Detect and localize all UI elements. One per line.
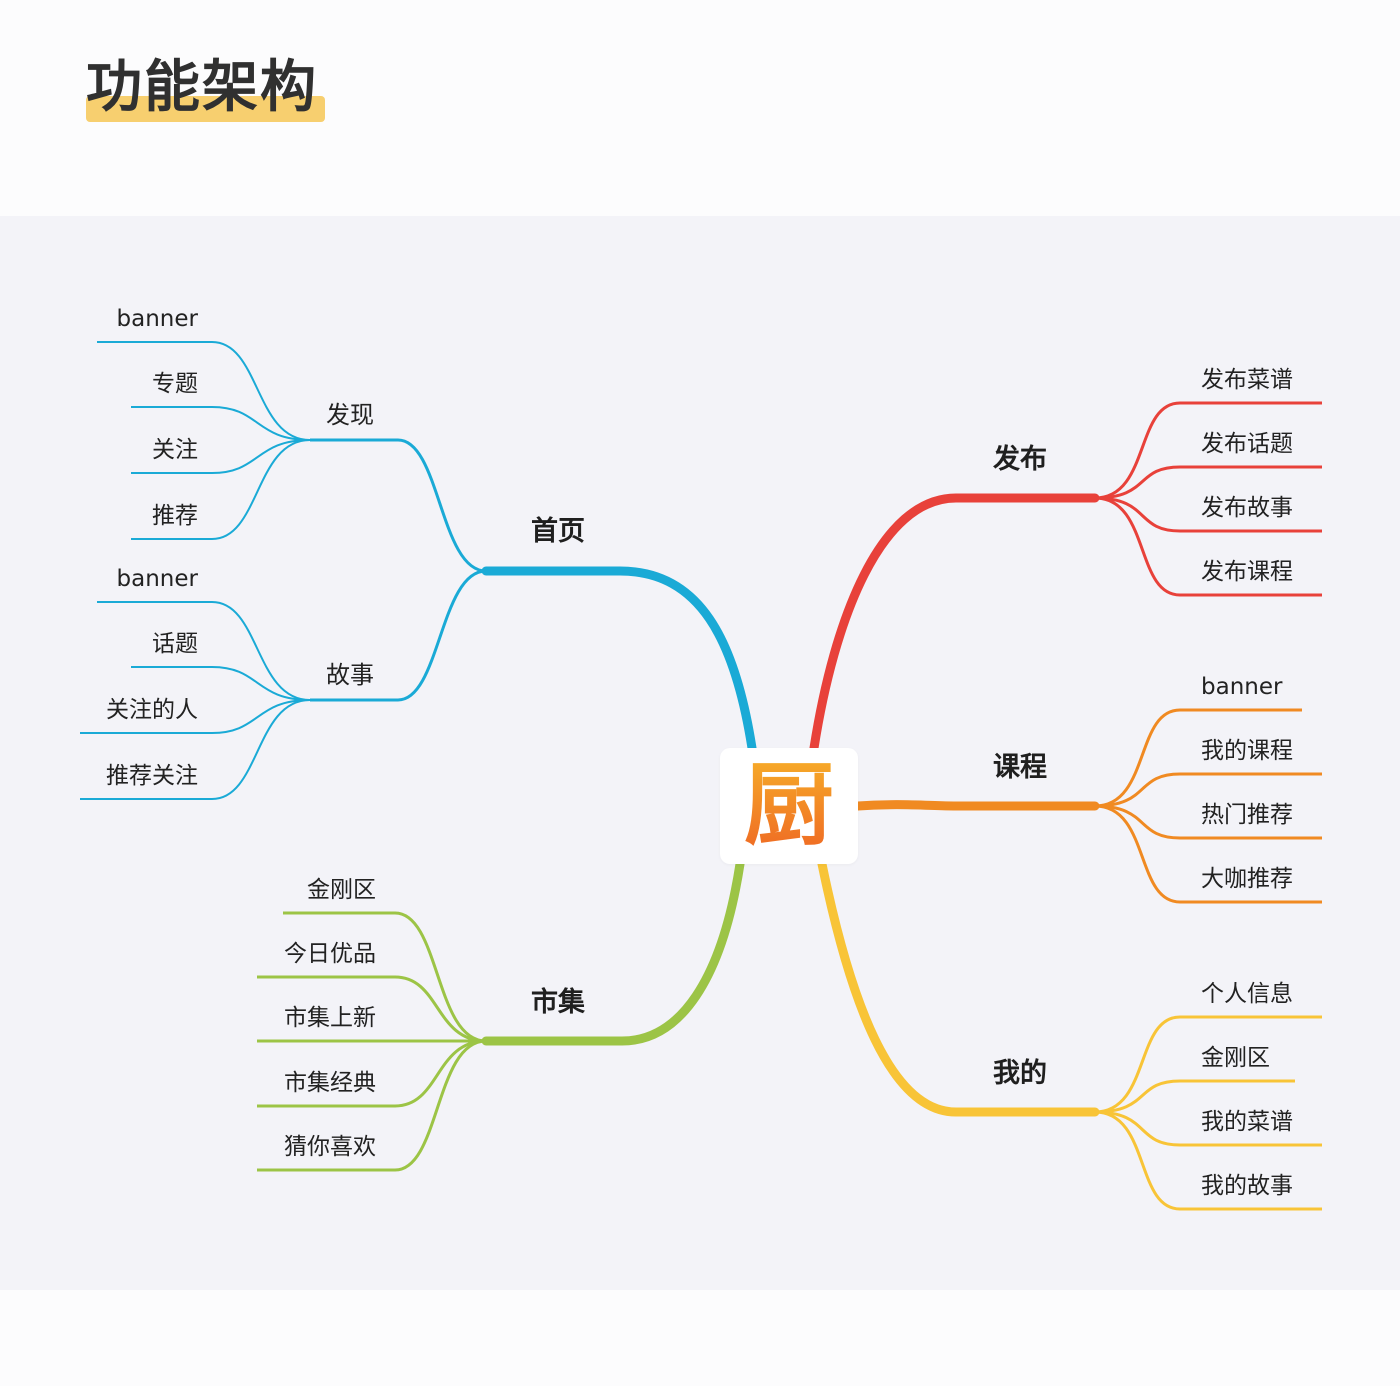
story-leaf-line-0 [97,601,311,701]
center-logo: 厨 [720,748,858,864]
story-leaf-line-2 [80,699,311,734]
publish-leaf-line-2 [1094,496,1322,533]
course-leaf-line-2 [1094,804,1322,840]
market-leaf-line-1 [257,975,487,1043]
mine-leaf-2: 我的菜谱 [1201,1109,1293,1135]
discover-leaf-1: 专题 [152,371,198,397]
trunk-mine [817,859,1100,1117]
story-leaf-line-3 [80,699,311,800]
home-branch-discover [310,438,487,573]
market-leaf-2: 市集上新 [284,1005,376,1031]
mine-leaf-0: 个人信息 [1201,981,1293,1007]
mine-leaf-line-2 [1094,1110,1322,1147]
market-leaf-1: 今日优品 [284,941,376,967]
market-leaf-line-0 [283,911,487,1043]
discover-leaf-0: banner [117,306,199,332]
course-leaf-line-3 [1094,804,1322,904]
course-leaf-3: 大咖推荐 [1201,866,1293,892]
mine-leaf-3: 我的故事 [1201,1173,1293,1199]
course-leaf-line-1 [1094,772,1322,808]
sub-story-label: 故事 [326,661,374,689]
branch-publish-label: 发布 [992,443,1047,475]
course-leaf-0: banner [1201,674,1283,700]
story-leaf-0: banner [117,566,199,592]
leaf-labels: banner专题关注推荐banner话题关注的人推荐关注金刚区今日优品市集上新市… [106,306,1293,1199]
discover-leaf-3: 推荐 [152,503,198,529]
market-leaf-0: 金刚区 [307,877,376,903]
discover-leaf-line-0 [97,341,311,441]
mindmap-canvas [0,216,1400,1290]
branch-market-label: 市集 [531,986,586,1018]
branch-course-label: 课程 [993,752,1047,783]
discover-leaf-line-1 [131,406,311,441]
footer [0,1290,1400,1386]
publish-leaf-0: 发布菜谱 [1201,367,1293,393]
market-leaf-line-3 [257,1039,487,1108]
home-branch-story [310,569,487,702]
market-leaf-3: 市集经典 [284,1070,376,1096]
story-leaf-1: 话题 [152,631,198,657]
sub-discover-label: 发现 [326,401,374,429]
publish-leaf-line-1 [1094,465,1322,500]
trunk-market [481,859,745,1046]
mine-leaf-line-1 [1094,1079,1295,1114]
trunk-home [481,566,757,753]
story-leaf-2: 关注的人 [106,697,198,723]
trunk-course [853,800,1100,811]
publish-leaf-2: 发布故事 [1201,495,1293,521]
story-leaf-3: 推荐关注 [106,763,198,789]
course-leaf-1: 我的课程 [1201,738,1293,764]
center-logo-char: 厨 [744,753,834,858]
page-title: 功能架构 [86,55,318,120]
trunk-publish [809,493,1100,753]
market-leaf-4: 猜你喜欢 [284,1134,376,1160]
course-leaf-2: 热门推荐 [1201,802,1293,828]
publish-leaf-line-0 [1094,401,1322,500]
discover-leaf-line-2 [131,439,311,474]
mine-leaf-1: 金刚区 [1201,1045,1270,1071]
branch-home-label: 首页 [531,515,585,547]
discover-leaf-2: 关注 [152,437,198,463]
branch-mine-label: 我的 [993,1057,1047,1089]
publish-leaf-line-3 [1094,496,1322,597]
story-leaf-line-1 [131,666,311,701]
mine-leaf-line-3 [1094,1110,1322,1211]
publish-leaf-1: 发布话题 [1201,431,1293,457]
discover-leaf-line-3 [131,439,311,540]
leaf-lines [80,341,1322,1211]
header: 功能架构 [0,0,1400,216]
title-highlight [86,96,325,122]
course-leaf-line-0 [1094,708,1302,808]
page-title-group: 功能架构 [86,52,325,124]
publish-leaf-3: 发布课程 [1201,559,1293,585]
market-leaf-line-4 [257,1039,487,1172]
mine-leaf-line-0 [1094,1015,1322,1114]
